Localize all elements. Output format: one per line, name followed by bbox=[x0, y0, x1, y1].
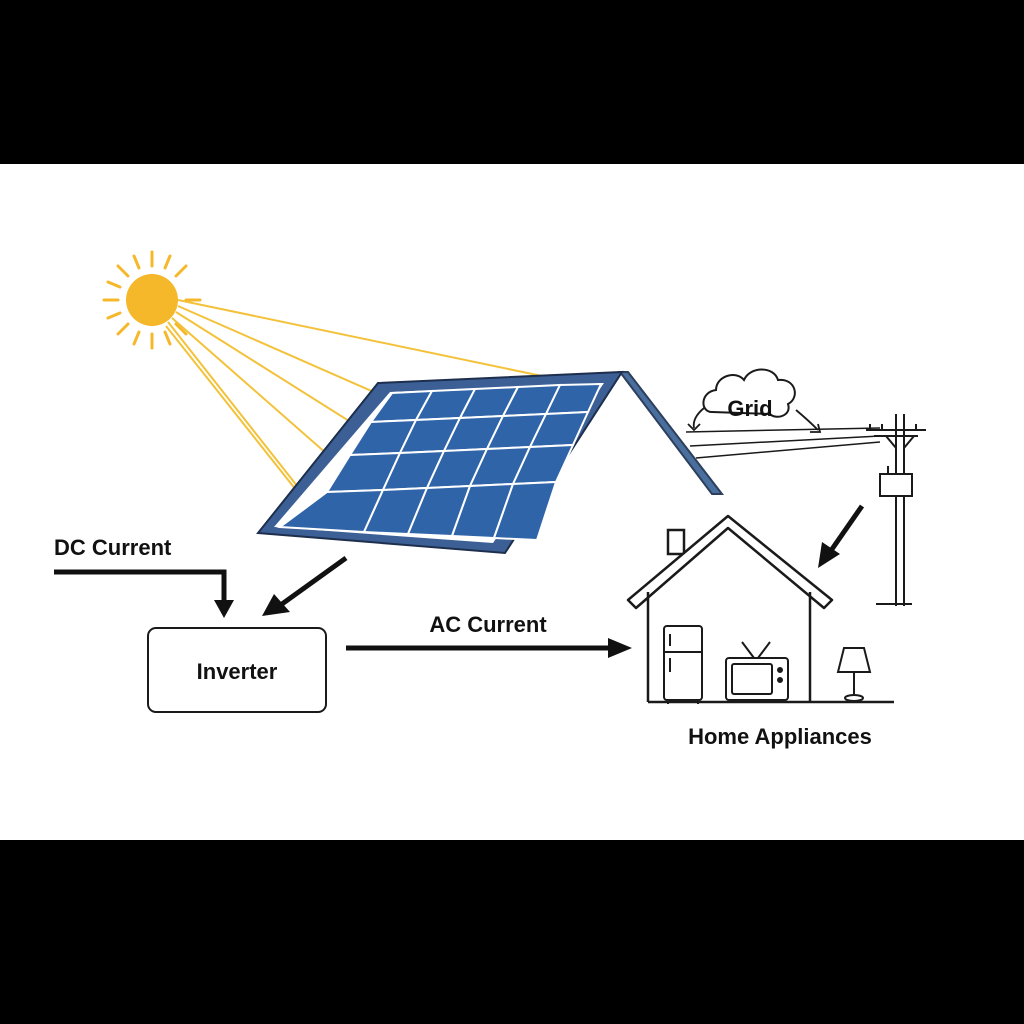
grid-label: Grid bbox=[727, 396, 772, 421]
lamp-icon bbox=[836, 647, 872, 702]
dc-current-arrow bbox=[54, 569, 234, 618]
ac-current-arrow bbox=[346, 638, 632, 658]
solar-panel-icon bbox=[256, 370, 624, 555]
inverter-label: Inverter bbox=[197, 659, 278, 684]
diagram-canvas: Grid bbox=[0, 164, 1024, 840]
grid-to-house-arrow bbox=[818, 504, 865, 568]
sun-icon bbox=[102, 250, 202, 350]
power-line bbox=[685, 427, 881, 459]
inverter-box bbox=[147, 627, 327, 713]
roof-icon bbox=[617, 371, 725, 495]
house-icon bbox=[626, 514, 894, 704]
dc-current-label: DC Current bbox=[54, 535, 172, 560]
tv-icon bbox=[725, 641, 789, 701]
refrigerator-icon bbox=[663, 625, 703, 704]
utility-pole-icon bbox=[866, 414, 926, 606]
panel-to-inverter-arrow bbox=[262, 555, 348, 616]
solar-system-diagram: Grid bbox=[54, 250, 926, 749]
cloud-icon bbox=[702, 368, 796, 418]
home-appliances-label: Home Appliances bbox=[688, 724, 872, 749]
ac-current-label: AC Current bbox=[429, 612, 547, 637]
grid-arrows bbox=[687, 407, 822, 433]
